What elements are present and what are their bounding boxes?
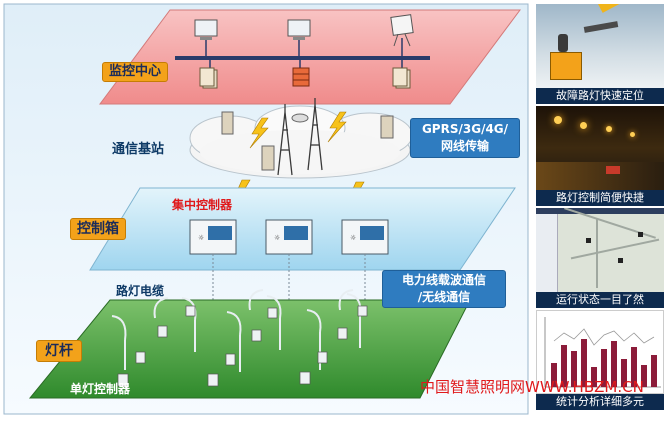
monitor-computer-icon-1 xyxy=(194,19,218,58)
server-icon-2 xyxy=(392,58,411,89)
panel-caption-1: 故障路灯快速定位 xyxy=(536,88,664,104)
bucket-truck-photo xyxy=(536,4,664,88)
tower-icon-2 xyxy=(307,98,323,171)
panel-fault-location: 故障路灯快速定位 xyxy=(536,4,664,104)
panel-caption-2: 路灯控制简便快捷 xyxy=(536,190,664,206)
signal-bolt-icon-1 xyxy=(249,117,269,149)
satellite-dish-icon xyxy=(291,113,309,123)
monitor-center-label: 监控中心 xyxy=(102,62,168,82)
base-station-cabinet-1 xyxy=(221,111,234,135)
cable-label: 路灯电缆 xyxy=(116,284,165,298)
controller-unit-icon-1: ☼ xyxy=(189,219,237,255)
street-light-poles xyxy=(111,289,362,372)
pole-label: 灯杆 xyxy=(36,340,82,362)
panel-easy-control: 路灯控制简便快捷 xyxy=(536,106,664,206)
projector-screen-icon xyxy=(390,14,414,58)
night-street-photo xyxy=(536,106,664,190)
server-icon-1 xyxy=(199,58,218,89)
base-station-cabinet-3 xyxy=(380,115,394,139)
controller-unit-icon-2: ☼ xyxy=(265,219,313,255)
central-controller-label: 集中控制器 xyxy=(172,198,233,212)
svg-text:☼: ☼ xyxy=(350,234,356,242)
statistics-bar-chart xyxy=(536,310,664,394)
svg-text:☼: ☼ xyxy=(198,234,204,242)
tower-icon-1 xyxy=(277,104,293,176)
firewall-icon xyxy=(292,58,310,87)
monitor-computer-icon-2 xyxy=(287,19,311,58)
map-software-screenshot xyxy=(536,208,664,292)
panel-statistics: 统计分析详细多元 xyxy=(536,310,664,410)
panel-caption-3: 运行状态一目了然 xyxy=(536,292,664,308)
signal-bolt-icon-2 xyxy=(327,111,347,143)
base-station-cabinet-2 xyxy=(261,145,275,171)
panel-status: 运行状态一目了然 xyxy=(536,208,664,308)
single-controller-label: 单灯控制器 xyxy=(70,382,131,396)
base-station-label: 通信基站 xyxy=(112,142,165,157)
control-box-label: 控制箱 xyxy=(70,218,126,240)
network-label: GPRS/3G/4G/ 网线传输 xyxy=(410,118,520,158)
diagram-canvas: ☼ ☼ ☼ xyxy=(3,3,529,415)
controller-unit-icon-3: ☼ xyxy=(341,219,389,255)
svg-text:☼: ☼ xyxy=(274,234,280,242)
watermark-text: 中国智慧照明网WWW.HBZM.CN xyxy=(420,378,644,396)
plc-label: 电力线载波通信 /无线通信 xyxy=(382,270,506,308)
panel-caption-4: 统计分析详细多元 xyxy=(536,394,664,410)
single-controller-boxes xyxy=(117,305,368,387)
